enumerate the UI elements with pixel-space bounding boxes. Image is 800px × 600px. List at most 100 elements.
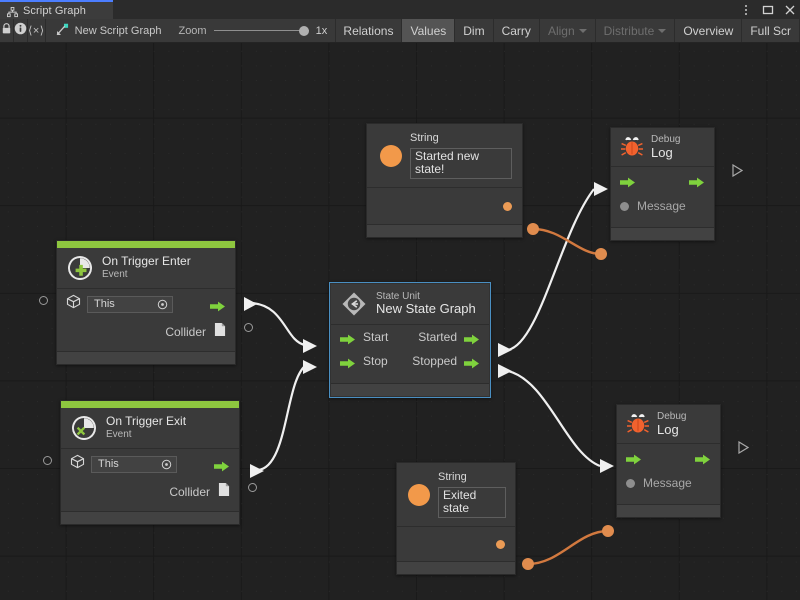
collider-output-icon[interactable] [214,322,226,342]
toolbar-button-relations[interactable]: Relations [335,19,403,42]
target-object-value: This [94,298,115,310]
target-object-field[interactable]: This [91,455,177,473]
stop-input-port[interactable] [340,356,356,368]
flow-row [611,167,714,193]
collider-row: Collider [61,479,239,505]
node-header: State Unit New State Graph [331,284,489,325]
toolbar-button-full-screen-label: Full Scr [750,23,791,38]
node-header: String Started new state! [367,124,522,189]
node-title: Log [657,421,679,437]
node-subtitle: Debug [657,411,687,422]
collider-output-port[interactable] [244,323,253,332]
node-debug-log-bottom[interactable]: Debug Log Message [616,404,749,519]
edge-string-to-message-bottom[interactable] [522,525,614,570]
node-body [367,188,522,225]
object-picker-icon[interactable] [157,299,168,310]
on-trigger-exit-icon [70,414,98,442]
graph-name-field[interactable]: New Script Graph [46,19,171,42]
value-output-port[interactable] [496,540,505,550]
zoom-slider[interactable] [213,25,309,37]
flow-output-triangle[interactable] [727,441,749,454]
info-icon [14,22,27,40]
object-picker-icon[interactable] [161,459,172,470]
message-row: Message [611,193,714,219]
info-button[interactable] [14,19,28,42]
edge-string-to-message-top[interactable] [527,223,607,260]
event-accent-bar [61,401,239,408]
tab-script-graph[interactable]: Script Graph [0,0,113,19]
toolbar-button-full-screen[interactable]: Full Scr [742,19,800,42]
toolbar-button-overview[interactable]: Overview [675,19,743,42]
started-label: Started [418,330,457,344]
node-header: Debug Log [611,128,714,168]
target-object-field[interactable]: This [87,295,173,313]
string-value-field[interactable]: Exited state [438,486,506,519]
flow-input-port[interactable] [626,452,642,465]
tab-label: Script Graph [23,4,86,17]
more-options-icon[interactable] [739,3,752,16]
flow-output-triangle[interactable] [721,164,743,177]
edge-stopped-to-log-bottom[interactable] [498,364,614,473]
collider-output-icon[interactable] [218,482,230,502]
edge-exit-to-stop[interactable] [250,360,317,478]
collider-row: Collider [57,319,235,345]
close-icon[interactable] [783,3,796,16]
chevron-down-icon [658,29,667,33]
toolbar-button-distribute-label: Distribute [603,23,655,38]
message-label: Message [643,476,692,491]
node-title: Log [651,144,673,160]
flow-output-port[interactable] [695,452,711,465]
zoom-slider-knob[interactable] [298,25,309,36]
graph-canvas[interactable]: String Started new state! [0,43,800,600]
target-input-port[interactable] [43,456,52,465]
node-state-unit[interactable]: State Unit New State Graph Start [329,282,491,398]
node-string-top[interactable]: String Started new state! [366,123,523,239]
flow-output-port[interactable] [689,175,705,188]
edge-enter-to-start[interactable] [244,297,317,353]
toolbar-button-distribute[interactable]: Distribute [596,19,676,42]
node-footer [617,504,720,518]
node-subtitle: State Unit [376,290,420,302]
game-object-icon [70,454,85,474]
node-on-trigger-enter[interactable]: On Trigger Enter Event This [39,240,253,365]
node-title: On Trigger Exit [106,414,187,429]
flow-output-port[interactable] [214,459,230,471]
toolbar-button-dim[interactable]: Dim [455,19,494,42]
bug-icon [625,411,651,437]
node-on-trigger-exit[interactable]: On Trigger Exit Event This [43,400,257,525]
toolbar-button-values[interactable]: Values [402,19,456,42]
node-string-bottom[interactable]: String Exited state [396,462,516,576]
node-footer [367,224,522,238]
node-title-group: Debug Log [657,411,686,437]
start-input-port[interactable] [340,332,356,344]
code-icon: ⟨×⟩ [28,25,45,37]
toolbar-button-align[interactable]: Align [540,19,596,42]
code-view-button[interactable]: ⟨×⟩ [28,19,46,42]
stop-label: Stop [363,354,388,368]
edge-started-to-log-top[interactable] [498,182,608,357]
collider-label: Collider [169,485,210,499]
started-output-port[interactable] [464,332,480,344]
node-title-group: String Exited state [438,471,506,519]
stopped-output-port[interactable] [464,356,480,368]
toolbar-button-carry[interactable]: Carry [494,19,540,42]
maximize-icon[interactable] [761,3,774,16]
bug-icon [619,134,645,160]
node-body: Message [617,444,720,505]
graph-name-label: New Script Graph [74,24,162,37]
node-title: String [438,471,467,483]
zoom-label: Zoom [178,24,207,37]
string-value-field[interactable]: Started new state! [410,147,512,180]
target-input-port[interactable] [39,296,48,305]
toolbar-button-overview-label: Overview [683,23,734,38]
flow-output-port[interactable] [210,299,226,311]
flow-input-port[interactable] [620,175,636,188]
target-row: This [61,449,239,479]
collider-output-port[interactable] [248,483,257,492]
collider-label: Collider [165,325,206,339]
message-input-port[interactable] [620,201,629,211]
node-debug-log-top[interactable]: Debug Log Message [610,127,743,242]
value-output-port[interactable] [503,202,512,212]
lock-button[interactable] [0,19,14,42]
message-input-port[interactable] [626,478,635,488]
